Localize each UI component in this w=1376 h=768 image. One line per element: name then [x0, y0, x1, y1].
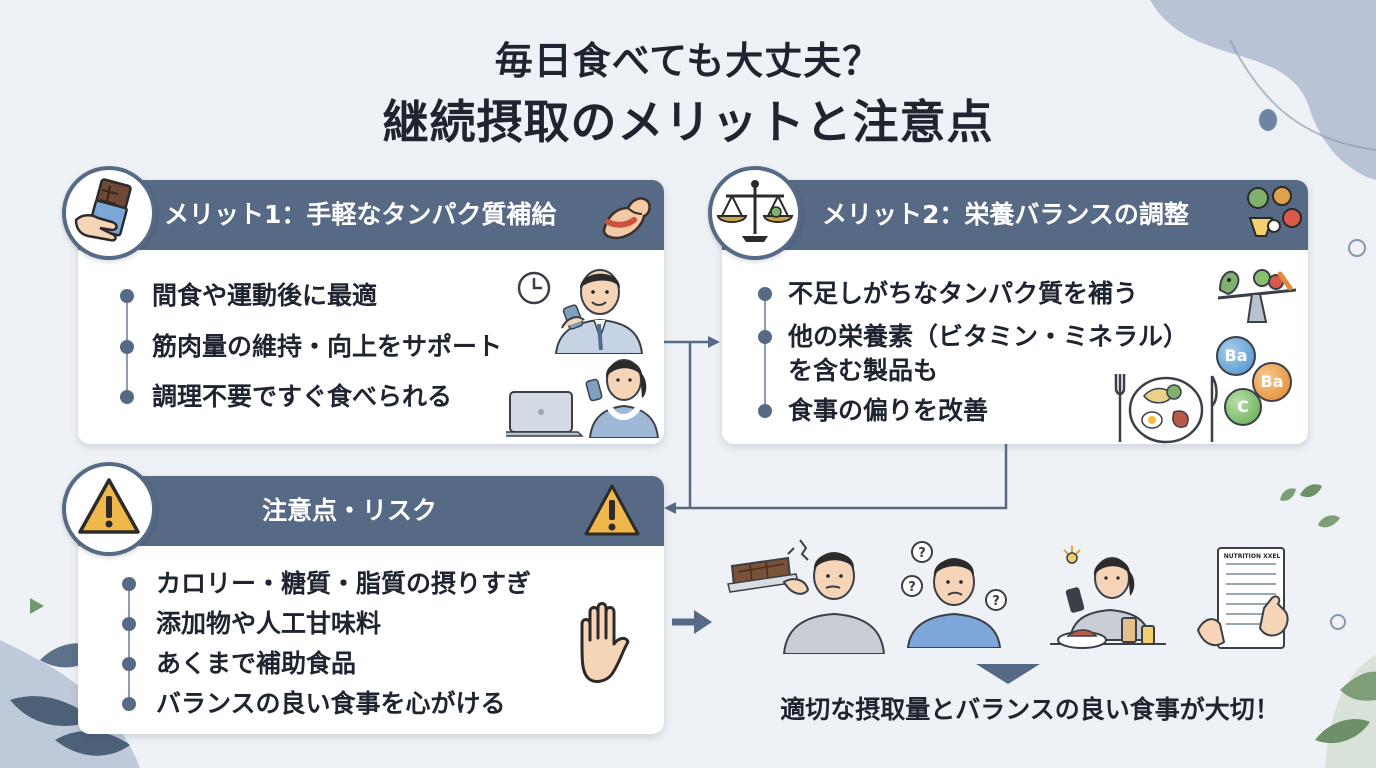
nutrition-label-text: NUTRITION XXEL [1223, 553, 1281, 560]
nutrition-label-illustration [1196, 547, 1289, 649]
bullet-dot [122, 577, 136, 591]
person-phone-meal-illustration [1050, 546, 1166, 649]
merit-2-item: 他の栄養素（ビタミン・ミネラル） [788, 322, 1189, 351]
merit-1-item: 間食や運動後に最適 [152, 281, 378, 310]
merit-2-header: メリット2：栄養バランスの調整 [722, 180, 1308, 250]
merit-2-badge [708, 166, 802, 260]
merit-1-header: メリット1：手軽なタンパク質補給 [78, 180, 664, 250]
merit-2-item: 食事の偏りを改善 [788, 396, 989, 425]
bullet-dot [758, 404, 772, 418]
merit-1-item: 筋肉量の維持・向上をサポート [152, 332, 503, 361]
warning-icon [584, 484, 640, 536]
merit-2-card: メリット2：栄養バランスの調整 不足しがちなタンパク質を補う 他の栄養素（ビタミ… [722, 180, 1308, 444]
confused-person-illustration: ? ? ? [901, 541, 1007, 648]
caution-item: バランスの良い食事を心がける [156, 689, 506, 718]
merit-1-card: メリット1：手軽なタンパク質補給 間食や運動後に最適 筋肉量の維持・向上をサポー… [78, 180, 664, 444]
svg-text:?: ? [918, 546, 926, 561]
title-line-2: 継続摂取のメリットと注意点 [382, 95, 994, 149]
bullet-dot [120, 390, 134, 404]
bullet-dot [758, 330, 772, 344]
svg-text:?: ? [992, 594, 1000, 609]
merit-2-item: 不足しがちなタンパク質を補う [788, 279, 1139, 308]
vegetables-icon [1247, 186, 1302, 237]
vitamin-bubble-3: C [1224, 388, 1262, 426]
merit-2-timeline [764, 296, 766, 412]
caution-item: カロリー・糖質・脂質の摂りすぎ [156, 569, 532, 598]
vitamin-label: Ba [1224, 346, 1248, 365]
stop-hand-icon [580, 602, 630, 683]
svg-text:?: ? [908, 580, 916, 595]
vitamin-label: Ba [1260, 372, 1284, 391]
caution-header: 注意点・リスク [78, 476, 664, 546]
merit-1-header-text: メリット1：手軽なタンパク質補給 [164, 200, 557, 229]
merit-2-header-text: メリット2：栄養バランスの調整 [822, 200, 1189, 229]
food-balance-illustration [1217, 269, 1297, 323]
bullet-dot [122, 697, 136, 711]
merit-2-item: を含む製品も [788, 356, 939, 385]
person-eating-bar-illustration [727, 539, 886, 654]
conclusion-text: 適切な摂取量とバランスの良い食事が大切！ [780, 695, 1280, 724]
vitamin-bubble-1: Ba [1216, 336, 1256, 376]
caution-item: 添加物や人工甘味料 [156, 609, 382, 638]
caution-badge [62, 462, 156, 556]
caution-timeline [128, 586, 130, 698]
bullet-dot [120, 340, 134, 354]
protein-bar-hand-icon [74, 178, 132, 242]
flexed-arm-icon [602, 197, 651, 240]
person-drinking-illustration [554, 269, 644, 354]
caution-card: 注意点・リスク カロリー・糖質・脂質の摂りすぎ 添加物や人工甘味料 あくまで補助… [78, 476, 664, 734]
bullet-dot [122, 657, 136, 671]
vitamin-label: C [1237, 397, 1249, 416]
title-line-1: 毎日食べても大丈夫？ [494, 39, 882, 83]
bullet-dot [120, 289, 134, 303]
bullet-dot [122, 617, 136, 631]
caution-header-text: 注意点・リスク [262, 496, 438, 525]
caution-item: あくまで補助食品 [156, 649, 357, 678]
plate-meal-illustration [1114, 374, 1218, 444]
person-laptop-illustration [506, 359, 660, 438]
scale-icon [716, 180, 794, 242]
clock-icon [517, 271, 551, 305]
merit-1-item: 調理不要ですぐ食べられる [152, 382, 453, 411]
bullet-dot [758, 287, 772, 301]
warning-icon [78, 478, 140, 534]
merit-1-badge [62, 166, 156, 260]
